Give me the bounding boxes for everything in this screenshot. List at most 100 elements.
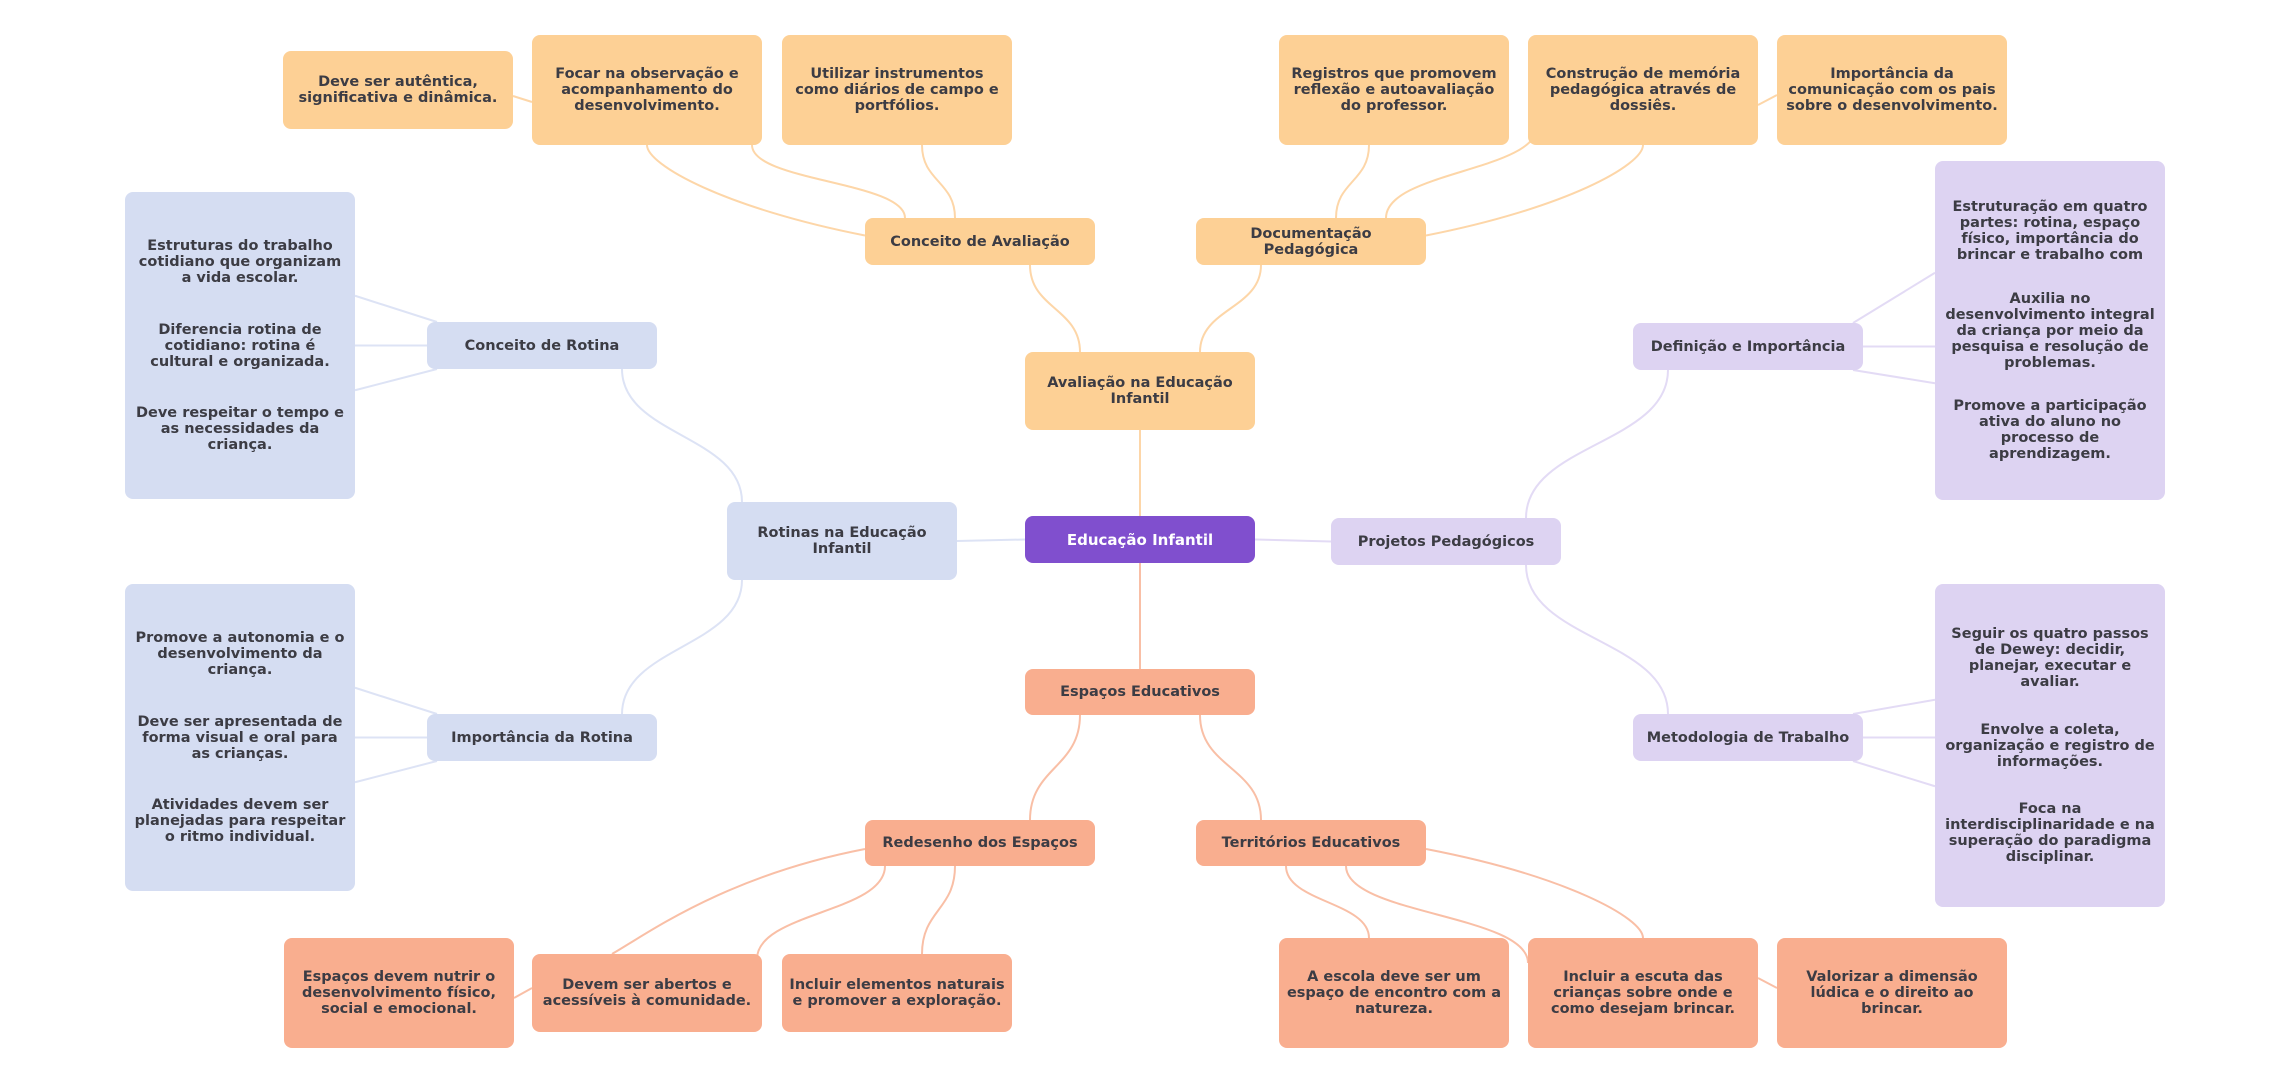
leaf-group: Seguir os quatro passos de Dewey: decidi… [1935,584,2165,907]
leaf-text: Espaços devem nutrir o desenvolvimento f… [302,969,496,1017]
node-definicao-e-importancia[interactable]: Definição e Importância [1633,323,1863,370]
leaf-group: Promove a autonomia e o desenvolvimento … [125,584,355,891]
connector [1852,271,1936,324]
node-documentacao-pedagogica[interactable]: Documentação Pedagógica [1196,218,1426,265]
connector [1345,865,1529,964]
node-label: Conceito de Rotina [464,337,620,354]
connector [1852,760,1936,788]
connector [1525,369,1669,519]
leaf-text[interactable]: Estruturação em quatro partes: rotina, e… [1952,198,2148,263]
connector [1285,865,1370,939]
node-label: Importância da Rotina [451,729,633,746]
leaf-text[interactable]: Envolve a coleta, organização e registro… [1945,721,2155,770]
leaf-text: Valorizar a dimensão lúdica e o direito … [1806,969,1978,1017]
leaf-text[interactable]: Promove a autonomia e o desenvolvimento … [135,629,345,678]
leaf-node[interactable]: A escola deve ser um espaço de encontro … [1279,938,1509,1048]
connector [1852,369,1936,385]
root-label: Educação Infantil [1066,530,1214,549]
leaf-node[interactable]: Devem ser abertos e acessíveis à comunid… [532,954,762,1032]
node-conceito-de-avaliacao[interactable]: Conceito de Avaliação [865,218,1095,265]
leaf-text: Incluir a escuta das crianças sobre onde… [1550,969,1736,1017]
leaf-node[interactable]: Construção de memória pedagógica através… [1528,35,1758,145]
node-importancia-da-rotina[interactable]: Importância da Rotina [427,714,657,761]
leaf-text: Deve ser autêntica, significativa e dinâ… [298,74,498,106]
connector [1757,94,1778,106]
connector [1029,264,1081,353]
leaf-node[interactable]: Registros que promovem reflexão e autoav… [1279,35,1509,145]
connector [1199,264,1262,353]
node-conceito-de-rotina[interactable]: Conceito de Rotina [427,322,657,369]
leaf-group: Estruturação em quatro partes: rotina, e… [1935,161,2165,500]
connector [1852,698,1936,715]
node-label: Redesenho dos Espaços [882,835,1078,851]
connector [1525,564,1669,715]
connector [1199,714,1262,821]
leaf-node[interactable]: Utilizar instrumentos como diários de ca… [782,35,1012,145]
branch-label: Avaliação na Educação Infantil [1047,375,1233,407]
branch-avaliacao[interactable]: Avaliação na Educação Infantil [1025,352,1255,430]
leaf-text: Construção de memória pedagógica através… [1545,66,1741,114]
leaf-text: Importância da comunicação com os pais s… [1786,66,1998,114]
branch-espacos[interactable]: Espaços Educativos [1025,669,1255,715]
node-territorios-educativos[interactable]: Territórios Educativos [1196,820,1426,866]
connector [756,865,886,960]
branch-rotinas[interactable]: Rotinas na Educação Infantil [727,502,957,580]
connector [1254,538,1332,543]
node-label: Conceito de Avaliação [890,233,1070,250]
connector [921,865,956,955]
connector [621,368,743,503]
leaf-text[interactable]: Seguir os quatro passos de Dewey: decidi… [1951,625,2149,690]
node-metodologia-de-trabalho[interactable]: Metodologia de Trabalho [1633,714,1863,761]
leaf-text: Registros que promovem reflexão e autoav… [1291,66,1497,114]
leaf-text[interactable]: Diferencia rotina de cotidiano: rotina é… [150,321,330,370]
node-label: Documentação Pedagógica [1250,225,1372,258]
leaf-text[interactable]: Atividades devem ser planejadas para res… [134,797,346,846]
node-label: Territórios Educativos [1221,835,1401,851]
leaf-node[interactable]: Incluir elementos naturais e promover a … [782,954,1012,1032]
connector [921,144,956,219]
connector [354,686,438,715]
leaf-text[interactable]: Estruturas do trabalho cotidiano que org… [138,237,342,286]
connector [1425,848,1644,939]
connector [354,760,438,784]
leaf-node[interactable]: Incluir a escuta das crianças sobre onde… [1528,938,1758,1048]
leaf-text: Focar na observação e acompanhamento do … [555,66,739,114]
branch-label: Projetos Pedagógicos [1357,533,1535,550]
root-node[interactable]: Educação Infantil [1025,516,1255,563]
leaf-text[interactable]: Auxilia no desenvolvimento integral da c… [1945,290,2155,371]
leaf-text[interactable]: Foca na interdisciplinaridade e na super… [1945,801,2155,866]
connector [1335,144,1370,219]
leaf-node[interactable]: Focar na observação e acompanhamento do … [532,35,762,145]
leaf-node[interactable]: Valorizar a dimensão lúdica e o direito … [1777,938,2007,1048]
leaf-text: A escola deve ser um espaço de encontro … [1286,969,1502,1017]
branch-projetos[interactable]: Projetos Pedagógicos [1331,518,1561,565]
connector [646,144,866,237]
node-redesenho-dos-espacos[interactable]: Redesenho dos Espaços [865,820,1095,866]
connector [1757,977,1778,989]
connector [611,848,866,955]
leaf-node[interactable]: Espaços devem nutrir o desenvolvimento f… [284,938,514,1048]
branch-label: Espaços Educativos [1060,684,1220,700]
node-label: Definição e Importância [1650,338,1846,355]
leaf-text[interactable]: Deve ser apresentada de forma visual e o… [137,713,343,762]
leaf-text: Devem ser abertos e acessíveis à comunid… [542,977,752,1009]
leaf-node[interactable]: Importância da comunicação com os pais s… [1777,35,2007,145]
leaf-text: Utilizar instrumentos como diários de ca… [795,66,999,114]
node-label: Metodologia de Trabalho [1646,729,1850,746]
connector [513,987,533,999]
connector [512,95,533,103]
leaf-text[interactable]: Promove a participação ativa do aluno no… [1953,398,2147,463]
leaf-text[interactable]: Deve respeitar o tempo e as necessidades… [135,405,345,454]
connector [621,579,743,715]
connector [354,368,438,392]
connector [1425,144,1644,237]
leaf-text: Incluir elementos naturais e promover a … [789,977,1005,1009]
connector [751,144,906,219]
connector [956,538,1026,542]
leaf-node[interactable]: Deve ser autêntica, significativa e dinâ… [283,51,513,129]
leaf-group: Estruturas do trabalho cotidiano que org… [125,192,355,499]
connector [1029,714,1081,821]
connector [354,294,438,323]
branch-label: Rotinas na Educação Infantil [757,525,927,557]
